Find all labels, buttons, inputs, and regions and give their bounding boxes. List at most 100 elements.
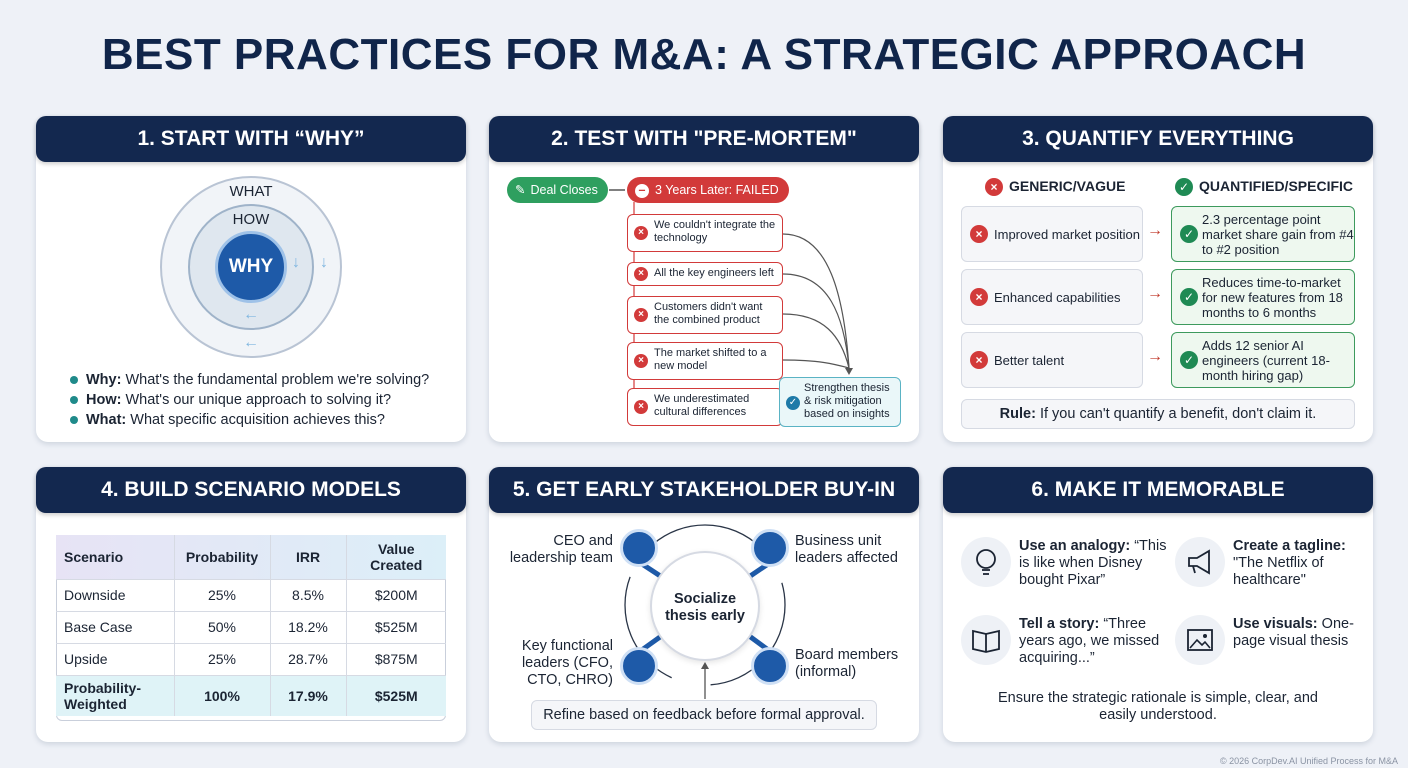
table-header: Probability bbox=[173, 535, 270, 579]
table-cell: 50% bbox=[173, 610, 270, 643]
bullet-text: What specific acquisition achieves this? bbox=[126, 412, 385, 428]
failure-text: We underestimated cultural differences bbox=[654, 393, 750, 418]
deal-closes-pill: ✎Deal Closes bbox=[507, 177, 608, 203]
check-circle-icon: ✓ bbox=[1180, 351, 1198, 369]
book-icon bbox=[961, 615, 1011, 665]
table-row: Upside 25% 28.7% $875M bbox=[56, 642, 446, 675]
table-cell: 25% bbox=[173, 578, 270, 611]
strengthen-thesis-box: ✓ Strengthen thesis & risk mitigation ba… bbox=[779, 377, 901, 427]
table-cell: Upside bbox=[56, 642, 174, 675]
x-circle-icon: × bbox=[985, 178, 1003, 196]
arrow-left-icon: ← bbox=[243, 306, 259, 323]
megaphone-icon bbox=[1175, 537, 1225, 587]
pill-label: Deal Closes bbox=[530, 183, 598, 197]
check-circle-icon: ✓ bbox=[786, 396, 800, 410]
closing-statement: Ensure the strategic rationale is simple… bbox=[998, 690, 1318, 723]
rule-text: If you can't quantify a benefit, don't c… bbox=[1035, 406, 1317, 422]
card-heading: 4. BUILD SCENARIO MODELS bbox=[36, 467, 466, 513]
card-scenario-models: 4. BUILD SCENARIO MODELS Scenario Probab… bbox=[36, 467, 466, 742]
ceo-node-icon bbox=[620, 529, 658, 567]
failure-text: The market shifted to a new model bbox=[654, 347, 767, 372]
arrow-down-icon: ↓ bbox=[292, 254, 300, 271]
node-label-functional: Key functional leaders (CFO, CTO, CHRO) bbox=[521, 638, 613, 688]
arrow-right-icon: → bbox=[1147, 222, 1163, 239]
card-start-with-why: 1. START WITH “WHY” WHAT HOW WHY ↓ ↓ ← ←… bbox=[36, 116, 466, 442]
tip-text: "The Netflix of healthcare" bbox=[1233, 555, 1324, 588]
specific-item: ✓Reduces time-to-market for new features… bbox=[1171, 269, 1355, 325]
tip-story: Tell a story: “Three years ago, we misse… bbox=[1019, 616, 1169, 667]
card-heading: 5. GET EARLY STAKEHOLDER BUY-IN bbox=[489, 467, 919, 513]
table-row-weighted: Probability-Weighted 100% 17.9% $525M bbox=[56, 674, 446, 716]
bullet-what: What: What specific acquisition achieves… bbox=[70, 412, 385, 428]
tip-text: One-page visual thesis bbox=[1233, 616, 1354, 649]
failed-outcome-pill: –3 Years Later: FAILED bbox=[627, 177, 789, 203]
table-cell: 25% bbox=[173, 642, 270, 675]
x-circle-icon: × bbox=[970, 351, 988, 369]
node-label-board: Board members (informal) bbox=[795, 647, 899, 680]
x-circle-icon: × bbox=[634, 308, 648, 322]
bullet-text: What's our unique approach to solving it… bbox=[121, 392, 392, 408]
tip-analogy: Use an analogy: “This is like when Disne… bbox=[1019, 538, 1169, 589]
generic-item: ×Improved market position bbox=[961, 206, 1143, 262]
result-text: Strengthen thesis & risk mitigation base… bbox=[804, 382, 890, 420]
table-cell: Base Case bbox=[56, 610, 174, 643]
arrow-left-icon: ← bbox=[243, 334, 259, 351]
failure-item: × We underestimated cultural differences bbox=[627, 388, 783, 426]
specific-text: Reduces time-to-market for new features … bbox=[1202, 274, 1343, 320]
bullet-dot-icon bbox=[70, 396, 78, 405]
arrow-right-icon: → bbox=[1147, 285, 1163, 302]
card-heading: 6. MAKE IT MEMORABLE bbox=[943, 467, 1373, 513]
x-circle-icon: × bbox=[634, 226, 648, 240]
table-cell: $875M bbox=[345, 642, 446, 675]
ring-why bbox=[215, 231, 287, 303]
tip-key: Tell a story: bbox=[1019, 616, 1100, 632]
socialize-hub: Socialize thesis early bbox=[650, 551, 760, 661]
board-node-icon bbox=[751, 647, 789, 685]
failure-item: × Customers didn't want the combined prod… bbox=[627, 296, 783, 334]
table-cell: 17.9% bbox=[269, 674, 346, 716]
hub-label: Socialize thesis early bbox=[665, 591, 745, 624]
failure-text: Customers didn't want the combined produ… bbox=[654, 301, 763, 326]
bullet-key: Why: bbox=[86, 372, 122, 388]
bullet-text: What's the fundamental problem we're sol… bbox=[121, 372, 430, 388]
node-label-ceo: CEO and leadership team bbox=[509, 533, 613, 566]
refine-note: Refine based on feedback before formal a… bbox=[531, 700, 877, 730]
table-header-row: Scenario Probability IRR Value Created bbox=[56, 535, 446, 579]
functional-node-icon bbox=[620, 647, 658, 685]
specific-item: ✓Adds 12 senior AI engineers (current 18… bbox=[1171, 332, 1355, 388]
bullet-dot-icon bbox=[70, 376, 78, 385]
arrow-down-icon: ↓ bbox=[320, 254, 328, 271]
table-header: IRR bbox=[269, 535, 346, 579]
table-row: Base Case 50% 18.2% $525M bbox=[56, 610, 446, 643]
ring-label-how: HOW bbox=[232, 211, 270, 228]
table-cell: 28.7% bbox=[269, 642, 346, 675]
table-cell: Downside bbox=[56, 578, 174, 611]
tip-key: Create a tagline: bbox=[1233, 538, 1346, 554]
page-title: BEST PRACTICES FOR M&A: A STRATEGIC APPR… bbox=[101, 30, 1307, 79]
bullet-key: What: bbox=[86, 412, 127, 428]
col-label: QUANTIFIED/SPECIFIC bbox=[1199, 178, 1354, 194]
table-cell: $200M bbox=[345, 578, 446, 611]
generic-text: Enhanced capabilities bbox=[994, 289, 1121, 305]
bullet-dot-icon bbox=[70, 416, 78, 425]
rule-banner: Rule: If you can't quantify a benefit, d… bbox=[961, 399, 1355, 429]
table-header: Scenario bbox=[64, 548, 124, 565]
generic-text: Improved market position bbox=[994, 226, 1140, 242]
tip-key: Use an analogy: bbox=[1019, 538, 1131, 554]
x-circle-icon: × bbox=[634, 400, 648, 414]
generic-item: ×Better talent bbox=[961, 332, 1143, 388]
col-label: GENERIC/VAGUE bbox=[1009, 178, 1126, 194]
card-heading: 2. TEST WITH "PRE-MORTEM" bbox=[489, 116, 919, 162]
table-cell: $525M bbox=[345, 610, 446, 643]
failure-text: All the key engineers left bbox=[654, 267, 774, 279]
check-circle-icon: ✓ bbox=[1180, 225, 1198, 243]
pill-label: 3 Years Later: FAILED bbox=[655, 183, 779, 197]
card-make-memorable: 6. MAKE IT MEMORABLE Use an analogy: “Th… bbox=[943, 467, 1373, 742]
specific-item: ✓2.3 percentage point market share gain … bbox=[1171, 206, 1355, 262]
x-circle-icon: × bbox=[634, 354, 648, 368]
tip-text: “Three years ago, we missed acquiring...… bbox=[1019, 616, 1160, 666]
bullet-why: Why: What's the fundamental problem we'r… bbox=[70, 372, 429, 388]
table-cell: 18.2% bbox=[269, 610, 346, 643]
footer-copyright: © 2026 CorpDev.AI Unified Process for M&… bbox=[1219, 756, 1398, 766]
bullet-how: How: What's our unique approach to solvi… bbox=[70, 392, 391, 408]
